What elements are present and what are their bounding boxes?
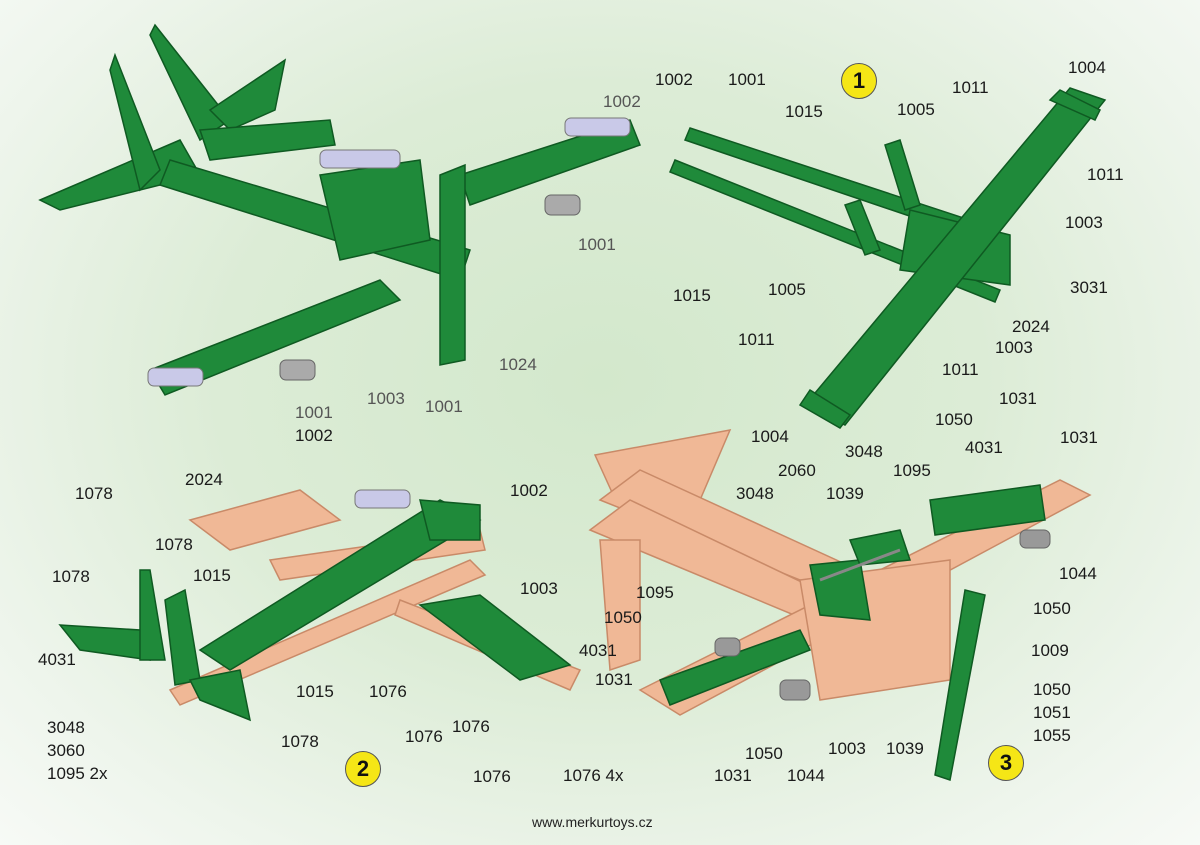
step2-illustration — [58, 489, 582, 722]
wheel-parts — [279, 194, 581, 381]
part-label: 3048 — [47, 718, 85, 737]
part-label: 1004 — [751, 427, 789, 446]
part-label: 1009 — [1031, 641, 1069, 660]
part-label: 1095 2x — [47, 764, 108, 783]
part-label: 1003 — [995, 338, 1033, 357]
part-label: 1003 — [828, 739, 866, 758]
part-label: 1039 — [886, 739, 924, 758]
part-label: 1078 — [52, 567, 90, 586]
step1-illustration — [669, 87, 1107, 429]
part-label: 1050 — [1033, 680, 1071, 699]
part-label: 4031 — [965, 438, 1003, 457]
step-3-badge: 3 — [988, 745, 1024, 781]
part-label: 2060 — [778, 461, 816, 480]
part-label: 1031 — [999, 389, 1037, 408]
part-label: 4031 — [38, 650, 76, 669]
part-label: 1011 — [738, 330, 775, 349]
part-label: 1076 — [452, 717, 490, 736]
part-label: 2024 — [185, 470, 223, 489]
part-label: 1004 — [1068, 58, 1106, 77]
part-label: 1095 — [893, 461, 931, 480]
part-label: 1031 — [714, 766, 752, 785]
part-label: 1015 — [673, 286, 711, 305]
part-label: 1050 — [604, 608, 642, 627]
website-url[interactable]: www.merkurtoys.cz — [532, 814, 653, 830]
part-label: 1003 — [520, 579, 558, 598]
part-label: 1095 — [636, 583, 674, 602]
bracket-parts — [147, 117, 631, 387]
part-label: 3031 — [1070, 278, 1108, 297]
part-label: 1001 — [295, 403, 333, 422]
part-label: 1011 — [942, 360, 979, 379]
finished-plane-illustration — [38, 23, 641, 396]
part-label: 1039 — [826, 484, 864, 503]
part-label: 1001 — [425, 397, 463, 416]
part-label: 3060 — [47, 741, 85, 760]
part-label: 1011 — [952, 78, 989, 97]
part-label: 1002 — [655, 70, 693, 89]
step-1-badge: 1 — [841, 63, 877, 99]
part-label: 1078 — [75, 484, 113, 503]
part-label: 1005 — [768, 280, 806, 299]
part-label: 1024 — [499, 355, 537, 374]
step-2-badge: 2 — [345, 751, 381, 787]
part-label: 1050 — [935, 410, 973, 429]
step3-illustration — [588, 429, 1092, 781]
part-label: 1002 — [510, 481, 548, 500]
part-label: 1050 — [1033, 599, 1071, 618]
part-label: 2024 — [1012, 317, 1050, 336]
part-label: 1076 4x — [563, 766, 624, 785]
part-label: 1076 — [369, 682, 407, 701]
part-label: 1055 — [1033, 726, 1071, 745]
part-label: 1031 — [595, 670, 633, 689]
part-label: 1076 — [405, 727, 443, 746]
part-label: 1044 — [1059, 564, 1097, 583]
part-label: 1002 — [603, 92, 641, 111]
part-label: 1002 — [295, 426, 333, 445]
part-label: 1003 — [1065, 213, 1103, 232]
part-label: 1015 — [785, 102, 823, 121]
part-label: 1078 — [155, 535, 193, 554]
part-label: 1050 — [745, 744, 783, 763]
part-label: 1044 — [787, 766, 825, 785]
part-label: 1005 — [897, 100, 935, 119]
part-label: 1015 — [193, 566, 231, 585]
part-label: 1001 — [578, 235, 616, 254]
part-label: 1011 — [1087, 165, 1124, 184]
part-label: 1001 — [728, 70, 766, 89]
part-label: 1051 — [1033, 703, 1071, 722]
part-label: 4031 — [579, 641, 617, 660]
part-label: 1015 — [296, 682, 334, 701]
part-label: 3048 — [845, 442, 883, 461]
part-label: 1003 — [367, 389, 405, 408]
part-label: 1076 — [473, 767, 511, 786]
part-label: 1031 — [1060, 428, 1098, 447]
part-label: 3048 — [736, 484, 774, 503]
part-label: 1078 — [281, 732, 319, 751]
